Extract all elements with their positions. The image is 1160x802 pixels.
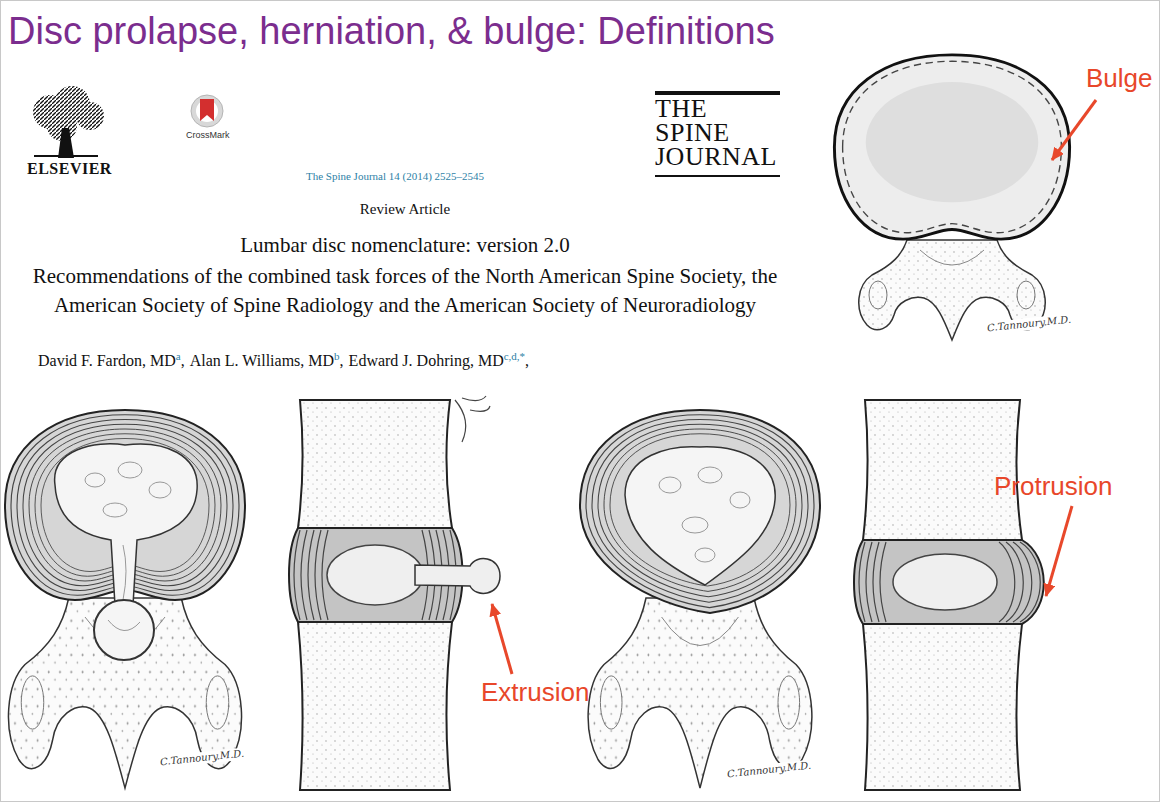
posterior-elements: [588, 598, 812, 788]
nucleus-texture: [682, 517, 708, 533]
journal-logo-rule: [655, 175, 780, 177]
annulus-line: [294, 530, 300, 620]
protrusion-axial-figure: [580, 410, 820, 788]
tree-crown: [76, 102, 104, 130]
paper-subtitle: Recommendations of the combined task for…: [21, 262, 789, 320]
annulus-ring: [610, 434, 790, 586]
term-label: Bulge: [1086, 64, 1153, 94]
nucleus-texture: [730, 492, 750, 508]
annulus-line: [308, 530, 314, 620]
posterior-line: [462, 396, 486, 401]
crossmark-logo: [191, 95, 223, 127]
author-name: Alan L. Williams, MD: [190, 352, 334, 369]
tree-ground: [34, 155, 98, 157]
bulge-axial-figure: [834, 55, 1069, 340]
nucleus-texture: [118, 462, 142, 478]
leader-arrow: [1052, 100, 1096, 160]
crossmark-text: CrossMark: [186, 130, 230, 140]
vertebral-body: [863, 624, 1022, 790]
annulus-line: [866, 542, 872, 622]
annulus-line: [999, 542, 1015, 622]
author-affiliation: c,d,*: [504, 350, 525, 362]
nucleus: [55, 444, 198, 605]
leader-arrow: [1046, 506, 1072, 596]
nucleus-texture: [103, 503, 127, 517]
slide-title: Disc prolapse, herniation, & bulge: Defi…: [8, 10, 775, 54]
nucleus: [625, 447, 775, 585]
annulus: [580, 410, 820, 613]
disc: [854, 540, 1044, 624]
posterior-line: [455, 400, 466, 442]
nucleus: [866, 82, 1038, 202]
author-affiliation: b: [334, 350, 340, 362]
annulus-line: [873, 542, 879, 622]
crossmark-inner: [196, 100, 218, 122]
nucleus-texture: [149, 482, 171, 498]
nucleus-texture: [698, 467, 722, 483]
crossmark-bookmark: [200, 99, 214, 121]
nucleus-texture: [695, 548, 715, 562]
leader-arrow: [492, 604, 512, 674]
extruded-fragment: [94, 600, 154, 660]
annulus-ring: [598, 424, 802, 597]
nucleus-texture: [123, 545, 126, 600]
nucleus-texture: [85, 473, 105, 487]
article-type: Review Article: [255, 201, 555, 218]
separator: ,: [525, 352, 529, 369]
extrusion-axial-figure: [5, 410, 245, 788]
annulus-ring: [586, 415, 814, 608]
annulus-line: [859, 542, 865, 622]
annulus-line: [880, 542, 886, 622]
journal-logo-text: THE SPINE JOURNAL: [655, 97, 785, 169]
annulus-lines: [859, 542, 1040, 622]
annulus-line: [315, 530, 321, 620]
nucleus-texture: [659, 477, 681, 493]
fragment-texture: [108, 620, 140, 631]
extrusion-sagittal-figure: [289, 396, 500, 790]
posterior-line: [470, 406, 490, 411]
term-label: Extrusion: [481, 678, 589, 708]
vertebral-body: [298, 622, 452, 790]
vertebral-body: [863, 400, 1022, 540]
disc-margin-dashed: [843, 61, 1062, 232]
annulus-line: [301, 530, 307, 620]
elsevier-tree-logo: [33, 86, 104, 158]
tree-trunk: [58, 128, 74, 158]
nucleus: [893, 554, 997, 610]
disc-outline: [834, 55, 1069, 239]
extruded-fragment: [415, 559, 500, 594]
paper-title: Lumbar disc nomenclature: version 2.0: [105, 233, 705, 257]
vertebral-body: [298, 400, 452, 528]
journal-citation: The Spine Journal 14 (2014) 2525–2545: [245, 170, 545, 183]
journal-logo-rule: [655, 91, 780, 95]
author-line: David F. Fardon, MDa, Alan L. Williams, M…: [38, 350, 534, 370]
protrusion-sagittal-figure: [854, 400, 1044, 790]
annulus-ring: [592, 420, 808, 603]
artist-signature: C.Tannoury.M.D.: [725, 759, 814, 780]
separator: ,: [340, 352, 344, 369]
author-affiliation: a: [176, 350, 181, 362]
crossmark-ring: [191, 95, 223, 127]
nucleus: [327, 545, 423, 605]
annulus-ring: [604, 429, 796, 591]
publisher-name: ELSEVIER: [27, 160, 112, 178]
author-name: David F. Fardon, MD: [38, 352, 176, 369]
author-name: Edward J. Dohring, MD: [349, 352, 504, 369]
term-label: Protrusion: [994, 472, 1113, 502]
separator: ,: [181, 352, 185, 369]
